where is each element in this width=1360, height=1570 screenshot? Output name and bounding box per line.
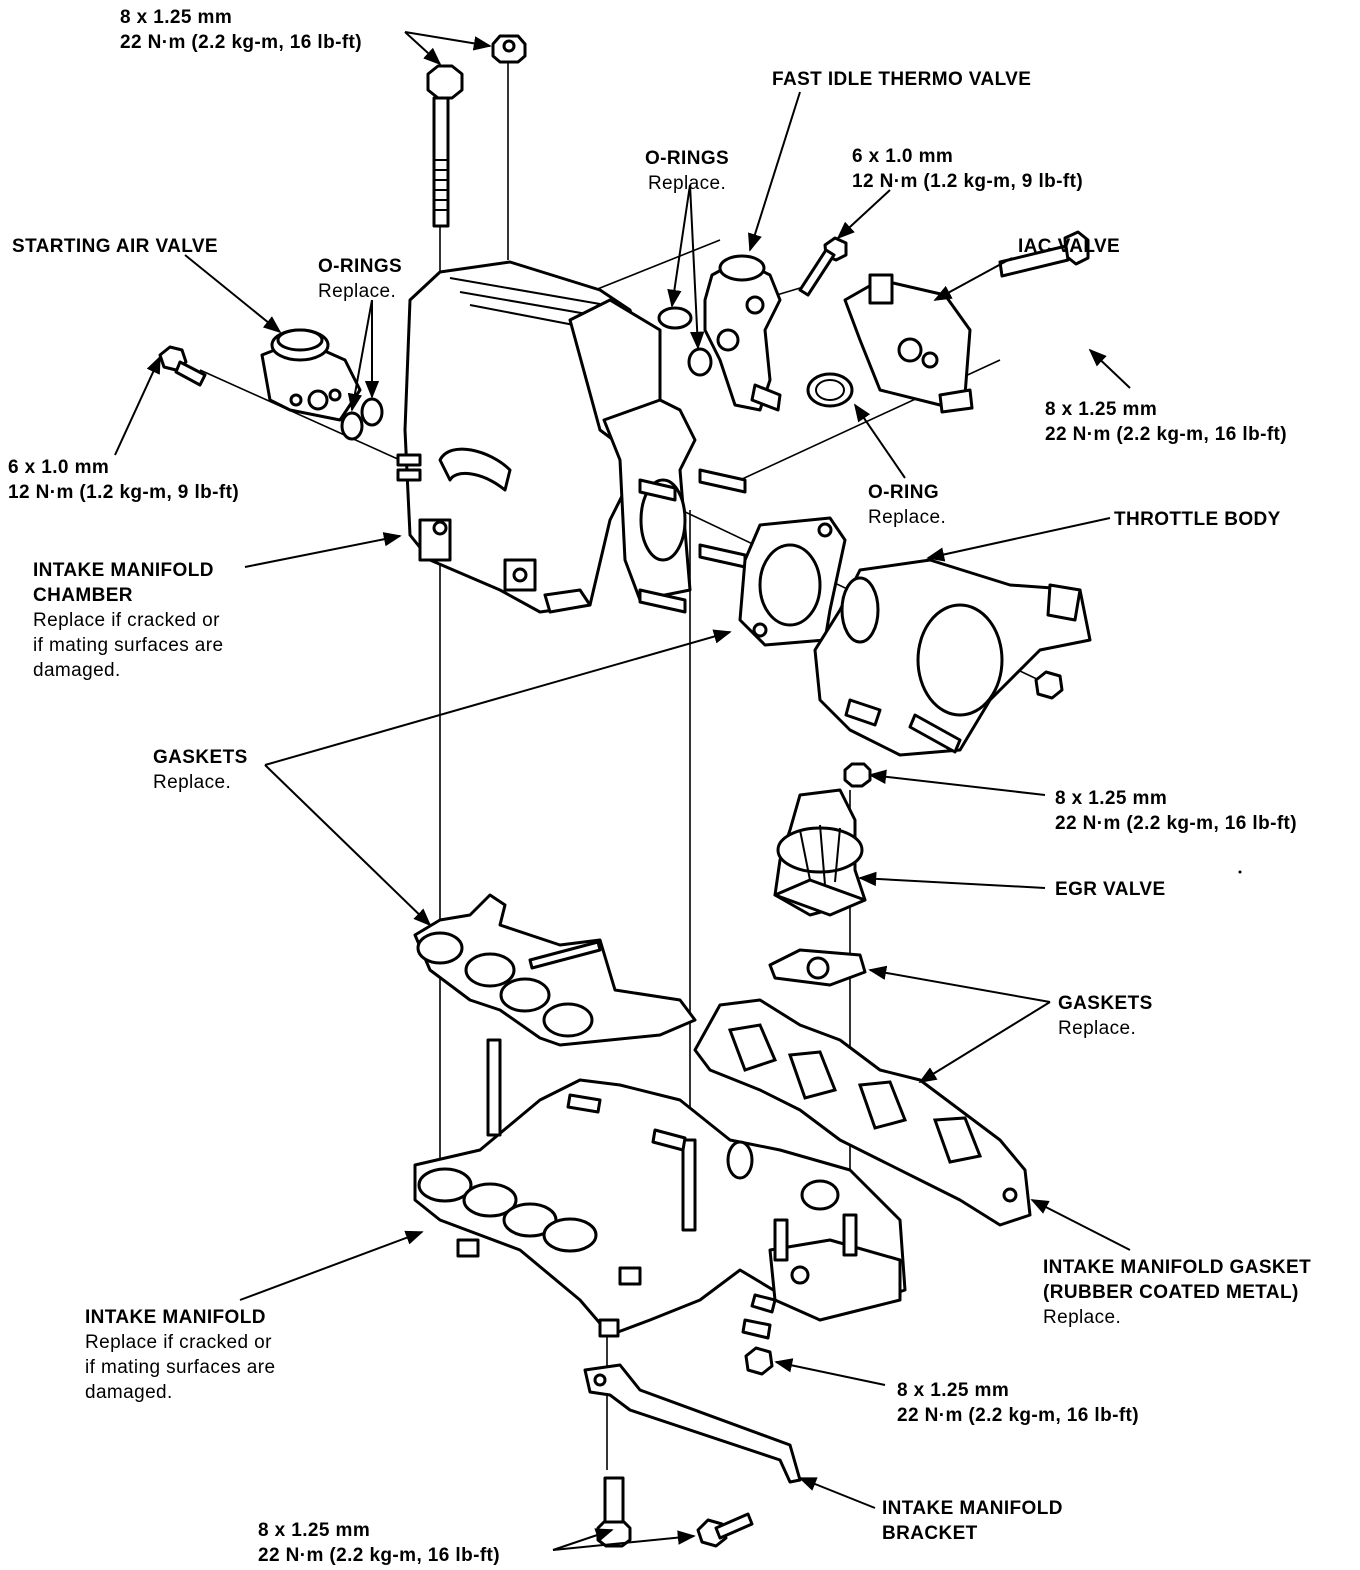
intake-manifold-part xyxy=(413,1078,907,1340)
label-iac-valve: IAC VALVE xyxy=(1018,236,1121,257)
label-bolt-6mm-left: 6 x 1.0 mm 12 N·m (1.2 kg-m, 9 lb-ft) xyxy=(8,457,240,503)
starting-air-valve xyxy=(260,328,362,422)
egr-nut xyxy=(843,762,872,788)
throttle-body xyxy=(813,558,1092,757)
throttle-body-nut xyxy=(1034,670,1064,700)
egr-gasket xyxy=(768,948,867,987)
egr-valve xyxy=(773,788,867,917)
manifold-nut xyxy=(744,1346,774,1376)
top-bolt xyxy=(426,64,464,228)
label-nut-manifold: 8 x 1.25 mm 22 N·m (2.2 kg-m, 16 lb-ft) xyxy=(897,1380,1140,1426)
intake-manifold-bracket-part xyxy=(583,1363,802,1484)
label-intake-manifold-bracket: INTAKE MANIFOLD BRACKET xyxy=(882,1498,1063,1544)
print-speck xyxy=(1238,870,1242,874)
intake-manifold-gasket-part xyxy=(693,998,1032,1227)
iac-valve xyxy=(843,273,974,414)
label-intake-manifold-gasket: INTAKE MANIFOLD GASKET (RUBBER COATED ME… xyxy=(1043,1257,1312,1328)
label-bolt-6mm-top: 6 x 1.0 mm 12 N·m (1.2 kg-m, 9 lb-ft) xyxy=(852,146,1084,192)
manifold-studs xyxy=(486,1038,858,1262)
starting-air-valve-bolt xyxy=(158,345,207,387)
label-intake-manifold: INTAKE MANIFOLD Replace if cracked or if… xyxy=(85,1307,276,1403)
chamber-gasket xyxy=(413,893,697,1047)
iac-oring xyxy=(806,372,854,408)
label-throttle-body: THROTTLE BODY xyxy=(1114,509,1281,530)
label-bolt-bracket: 8 x 1.25 mm 22 N·m (2.2 kg-m, 16 lb-ft) xyxy=(258,1520,501,1566)
label-egr-valve: EGR VALVE xyxy=(1055,879,1166,900)
bracket-bolts xyxy=(596,1476,754,1548)
label-nut-egr: 8 x 1.25 mm 22 N·m (2.2 kg-m, 16 lb-ft) xyxy=(1055,788,1298,834)
top-nut xyxy=(491,34,527,64)
label-top-bolt: 8 x 1.25 mm 22 N·m (2.2 kg-m, 16 lb-ft) xyxy=(120,7,363,53)
label-bolt-iac: 8 x 1.25 mm 22 N·m (2.2 kg-m, 16 lb-ft) xyxy=(1045,399,1288,445)
label-orings-left: O-RINGS Replace. xyxy=(318,256,403,302)
label-gaskets-left: GASKETS Replace. xyxy=(153,747,248,793)
label-fast-idle-thermo-valve: FAST IDLE THERMO VALVE xyxy=(772,69,1032,90)
label-intake-manifold-chamber: INTAKE MANIFOLD CHAMBER Replace if crack… xyxy=(33,560,224,681)
iac-bolt xyxy=(998,230,1090,278)
fast-idle-thermo-valve xyxy=(703,254,782,412)
intake-manifold-chamber xyxy=(396,260,747,614)
label-orings-top: O-RINGS Replace. xyxy=(645,148,730,194)
throttle-body-gasket xyxy=(738,516,847,647)
label-starting-air-valve: STARTING AIR VALVE xyxy=(12,236,218,257)
starting-air-valve-orings xyxy=(340,397,384,441)
label-oring-iac: O-RING Replace. xyxy=(868,482,947,528)
fast-idle-thermo-valve-orings xyxy=(657,306,713,377)
leader-lines xyxy=(114,31,1131,1551)
fast-idle-valve-bolt xyxy=(798,236,848,297)
label-gaskets-right: GASKETS Replace. xyxy=(1058,993,1153,1039)
